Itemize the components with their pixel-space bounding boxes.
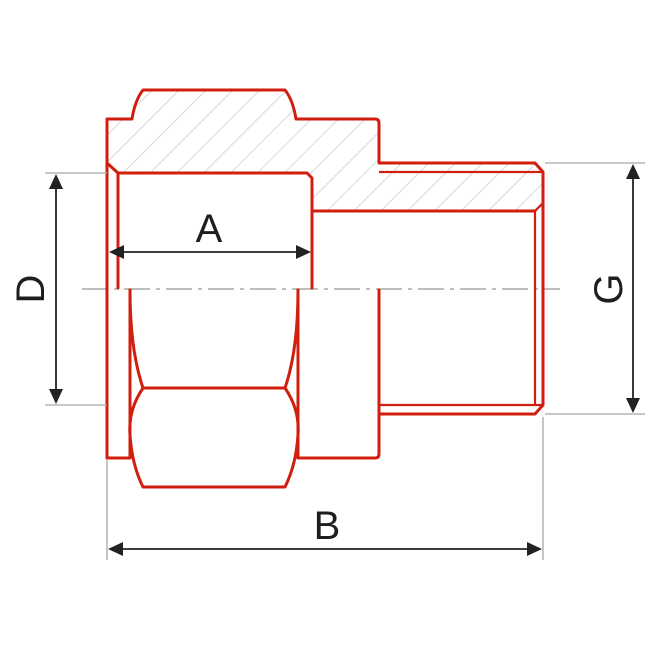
dimension-a: A [109,207,311,259]
nut-section-outline [105,88,381,460]
label-d: D [9,275,53,304]
label-a: A [196,207,223,251]
extension-lines [45,162,645,560]
dimension-d: D [9,174,63,404]
dimension-g: G [587,164,640,413]
hex-nut-view [128,288,300,489]
dimension-b: B [108,504,542,556]
nut-bore-outline [105,161,314,290]
body-lower-outline [296,288,381,460]
thread-top-outline [377,161,545,416]
section-hatch [107,90,543,211]
label-g: G [587,273,631,304]
fitting-outline [105,88,545,489]
label-b: B [314,504,341,548]
